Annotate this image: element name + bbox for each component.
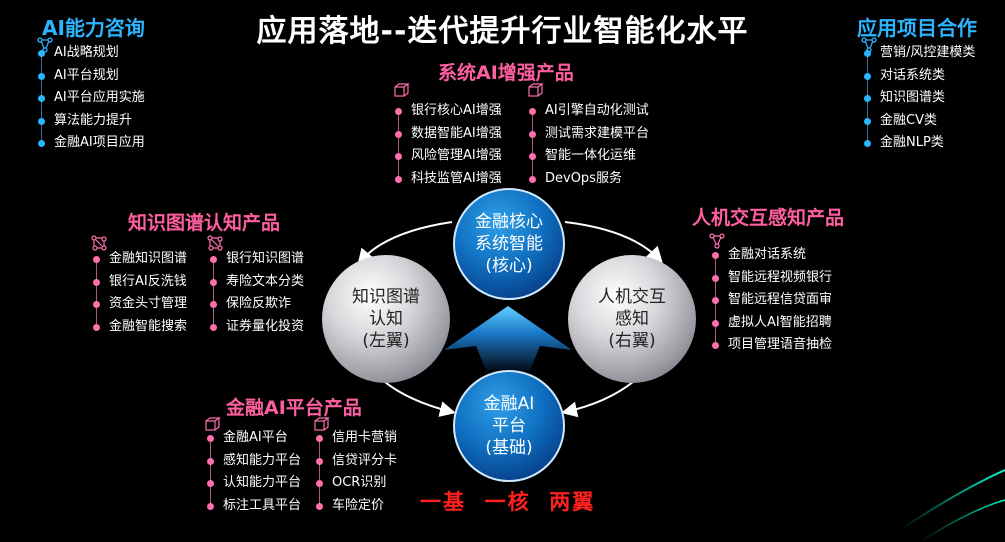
- platform-list-2: 信用卡营销 信贷评分卡 OCR识别 车险定价: [316, 427, 397, 517]
- hci-list: 金融对话系统 智能远程视频银行 智能远程信贷面审 虚拟人AI智能招聘 项目管理语…: [712, 244, 832, 357]
- left-wing-circle: 知识图谱 认知 (左翼): [322, 255, 450, 383]
- decorative-swoosh: [899, 469, 1005, 531]
- list-item: 银行核心AI增强: [395, 100, 502, 123]
- graph-icon: [207, 235, 223, 251]
- cube-icon: [314, 417, 330, 431]
- list-item: DevOps服务: [529, 168, 649, 191]
- ai-consulting-list: AI战略规划 AI平台规划 AI平台应用实施 算法能力提升 金融AI项目应用: [38, 42, 145, 155]
- list-item: 项目管理语音抽检: [712, 334, 832, 357]
- list-item: 车险定价: [316, 495, 397, 518]
- right-line-1: 人机交互: [598, 287, 666, 307]
- left-line-3: (左翼): [362, 331, 410, 351]
- list-item: 虚拟人AI智能招聘: [712, 312, 832, 335]
- list-item: 标注工具平台: [207, 495, 301, 518]
- list-item: 金融AI平台: [207, 427, 301, 450]
- list-item: 信用卡营销: [316, 427, 397, 450]
- list-item: 认知能力平台: [207, 472, 301, 495]
- project-cooperation-title: 应用项目合作: [857, 16, 977, 40]
- list-item: 金融CV类: [864, 110, 975, 133]
- cube-icon: [528, 83, 544, 97]
- system-ai-list-1: 银行核心AI增强 数据智能AI增强 风险管理AI增强 科技监管AI增强: [395, 100, 502, 190]
- system-ai-title: 系统AI增强产品: [438, 62, 574, 84]
- list-item: 算法能力提升: [38, 110, 145, 133]
- list-item: AI平台应用实施: [38, 87, 145, 110]
- list-item: 智能一体化运维: [529, 145, 649, 168]
- base-line-1: 金融AI: [483, 394, 535, 414]
- slogan: 一基 一核 两翼: [420, 490, 596, 514]
- list-item: 银行知识图谱: [210, 248, 304, 271]
- list-item: 银行AI反洗钱: [93, 271, 187, 294]
- hci-title: 人机交互感知产品: [692, 207, 845, 229]
- list-item: 金融对话系统: [712, 244, 832, 267]
- list-item: 金融智能搜索: [93, 316, 187, 339]
- right-line-3: (右翼): [608, 331, 656, 351]
- network-icon: [709, 233, 725, 249]
- list-item: 科技监管AI增强: [395, 168, 502, 191]
- platform-title: 金融AI平台产品: [226, 397, 362, 419]
- arc-top-right-arrow: [564, 221, 663, 263]
- list-item: 数据智能AI增强: [395, 123, 502, 146]
- ai-consulting-title: AI能力咨询: [42, 16, 145, 40]
- cube-icon: [205, 417, 221, 431]
- list-item: 信贷评分卡: [316, 450, 397, 473]
- list-item: 寿险文本分类: [210, 271, 304, 294]
- list-item: 感知能力平台: [207, 450, 301, 473]
- platform-list-1: 金融AI平台 感知能力平台 认知能力平台 标注工具平台: [207, 427, 301, 517]
- list-item: 保险反欺诈: [210, 293, 304, 316]
- list-item: 风险管理AI增强: [395, 145, 502, 168]
- arc-top-left-arrow: [357, 221, 453, 266]
- list-item: 智能远程视频银行: [712, 267, 832, 290]
- list-item: 智能远程信贷面审: [712, 289, 832, 312]
- list-item: 知识图谱类: [864, 87, 975, 110]
- list-item: 证券量化投资: [210, 316, 304, 339]
- base-circle: 金融AI 平台 (基础): [453, 370, 565, 482]
- up-arrow: [444, 306, 572, 375]
- core-line-3: (核心): [485, 256, 533, 276]
- left-line-2: 认知: [369, 309, 403, 329]
- list-item: 资金头寸管理: [93, 293, 187, 316]
- right-wing-circle: 人机交互 感知 (右翼): [568, 255, 696, 383]
- right-line-2: 感知: [615, 309, 649, 329]
- cube-icon: [394, 83, 410, 97]
- list-item: 测试需求建模平台: [529, 123, 649, 146]
- list-item: 金融知识图谱: [93, 248, 187, 271]
- base-line-3: (基础): [485, 438, 533, 458]
- left-line-1: 知识图谱: [352, 287, 420, 307]
- project-cooperation-list: 营销/风控建模类 对话系统类 知识图谱类 金融CV类 金融NLP类: [864, 42, 975, 155]
- base-line-2: 平台: [492, 416, 526, 436]
- list-item: AI引擎自动化测试: [529, 100, 649, 123]
- core-line-2: 系统智能: [475, 234, 543, 254]
- graph-icon: [91, 235, 107, 251]
- list-item: OCR识别: [316, 472, 397, 495]
- list-item: 营销/风控建模类: [864, 42, 975, 65]
- core-circle: 金融核心 系统智能 (核心): [453, 188, 565, 300]
- page-title: 应用落地--迭代提升行业智能化水平: [256, 14, 749, 49]
- knowledge-graph-list-2: 银行知识图谱 寿险文本分类 保险反欺诈 证券量化投资: [210, 248, 304, 338]
- knowledge-graph-list-1: 金融知识图谱 银行AI反洗钱 资金头寸管理 金融智能搜索: [93, 248, 187, 338]
- system-ai-list-2: AI引擎自动化测试 测试需求建模平台 智能一体化运维 DevOps服务: [529, 100, 649, 190]
- decorative-swoosh: [919, 499, 1005, 542]
- list-item: AI战略规划: [38, 42, 145, 65]
- list-item: 金融AI项目应用: [38, 132, 145, 155]
- knowledge-graph-title: 知识图谱认知产品: [128, 212, 281, 234]
- list-item: 对话系统类: [864, 65, 975, 88]
- core-line-1: 金融核心: [475, 212, 543, 232]
- list-item: 金融NLP类: [864, 132, 975, 155]
- list-item: AI平台规划: [38, 65, 145, 88]
